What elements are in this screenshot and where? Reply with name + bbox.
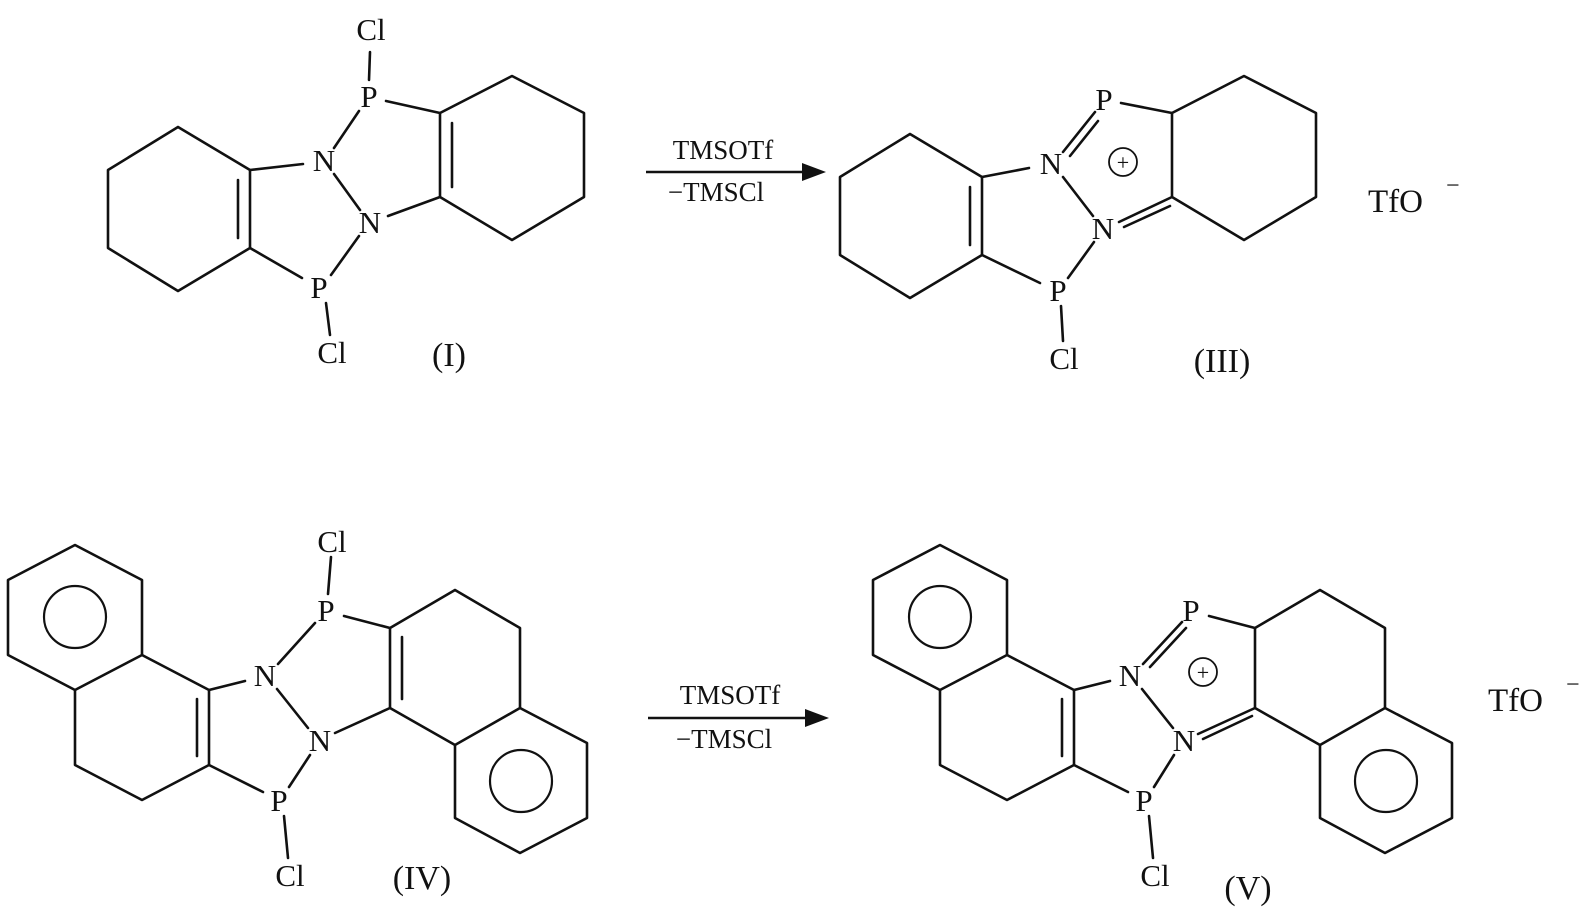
benzene-ring-right	[1318, 706, 1454, 855]
counterion-charge: −	[1446, 173, 1460, 199]
fused-ring-right	[388, 588, 522, 747]
atom-p-bottom: P	[1049, 273, 1066, 308]
counterion-label: TfO	[1368, 184, 1423, 220]
benzene-ring-left	[6, 543, 144, 692]
atom-n-lower: N	[1173, 723, 1195, 758]
reagent-above: TMSOTf	[673, 135, 774, 165]
fused-ring-right	[1253, 588, 1387, 747]
atom-cl-bottom: Cl	[1049, 341, 1078, 376]
reaction-arrow-2: TMSOTf −TMSCl	[648, 680, 829, 754]
atom-p-top: P	[1182, 593, 1199, 628]
atom-n-lower: N	[359, 205, 381, 240]
compound-label-IV: (IV)	[393, 860, 452, 897]
arrowhead-icon	[805, 709, 829, 727]
atom-p-bottom: P	[310, 270, 327, 305]
cyclohexene-ring-right	[1170, 74, 1318, 242]
counterion-charge: −	[1566, 672, 1580, 698]
atom-p-top: P	[1095, 82, 1112, 117]
single-bonds	[248, 50, 442, 337]
aromatic-circle	[42, 584, 108, 650]
atom-cl-bottom: Cl	[1140, 858, 1169, 893]
aromatic-circle	[1353, 748, 1419, 814]
atom-cl-top: Cl	[317, 524, 346, 559]
charge-plus: +	[1117, 150, 1129, 175]
atom-n-lower: N	[309, 723, 331, 758]
counterion-label: TfO	[1488, 683, 1543, 719]
aromatic-circle	[488, 748, 554, 814]
reagent-below: −TMSCl	[676, 724, 772, 754]
atom-n-upper: N	[1040, 146, 1062, 181]
atom-n-lower: N	[1092, 211, 1114, 246]
double-bond-inner-lines	[968, 119, 1172, 247]
atom-p-bottom: P	[1135, 783, 1152, 818]
atom-n-upper: N	[254, 658, 276, 693]
atom-n-upper: N	[1119, 658, 1141, 693]
compound-label-I: (I)	[432, 337, 466, 374]
atom-n-upper: N	[313, 143, 335, 178]
reaction-arrow-1: TMSOTf −TMSCl	[646, 135, 826, 207]
cyclohexene-ring-left	[838, 132, 984, 300]
reagent-below: −TMSCl	[668, 177, 764, 207]
charge-circle	[1108, 147, 1138, 177]
compound-label-V: (V)	[1224, 870, 1271, 907]
fused-ring-left	[938, 653, 1076, 802]
single-bonds	[207, 555, 392, 860]
molecule-I: Cl P N N P Cl (I)	[106, 12, 586, 374]
compound-label-III: (III)	[1194, 343, 1251, 380]
reagent-above: TMSOTf	[680, 680, 781, 710]
fused-ring-left	[73, 653, 211, 802]
double-bond-inner-lines	[1060, 626, 1254, 758]
atom-cl-bottom: Cl	[275, 858, 304, 893]
aromatic-circle	[907, 584, 973, 650]
double-bond-inner-lines	[195, 635, 404, 758]
charge-plus: +	[1197, 660, 1209, 685]
charge-circle	[1188, 657, 1218, 687]
cyclohexene-ring-left	[106, 125, 252, 293]
double-bond-inner-lines	[236, 121, 454, 240]
single-bonds	[980, 101, 1174, 343]
cyclohexene-ring-right	[438, 74, 586, 242]
benzene-ring-right	[453, 706, 589, 855]
single-bonds	[1072, 614, 1257, 860]
atom-cl-top: Cl	[356, 12, 385, 47]
molecule-IV: Cl P N N P Cl (IV)	[6, 524, 589, 897]
arrowhead-icon	[802, 163, 826, 181]
molecule-V: + P N N P Cl TfO − (V)	[871, 543, 1580, 907]
atom-p-top: P	[317, 593, 334, 628]
benzene-ring-left	[871, 543, 1009, 692]
atom-cl-bottom: Cl	[317, 335, 346, 370]
atom-p-top: P	[360, 79, 377, 114]
atom-p-bottom: P	[270, 783, 287, 818]
molecule-III: + P N N P Cl TfO − (III)	[838, 74, 1460, 380]
